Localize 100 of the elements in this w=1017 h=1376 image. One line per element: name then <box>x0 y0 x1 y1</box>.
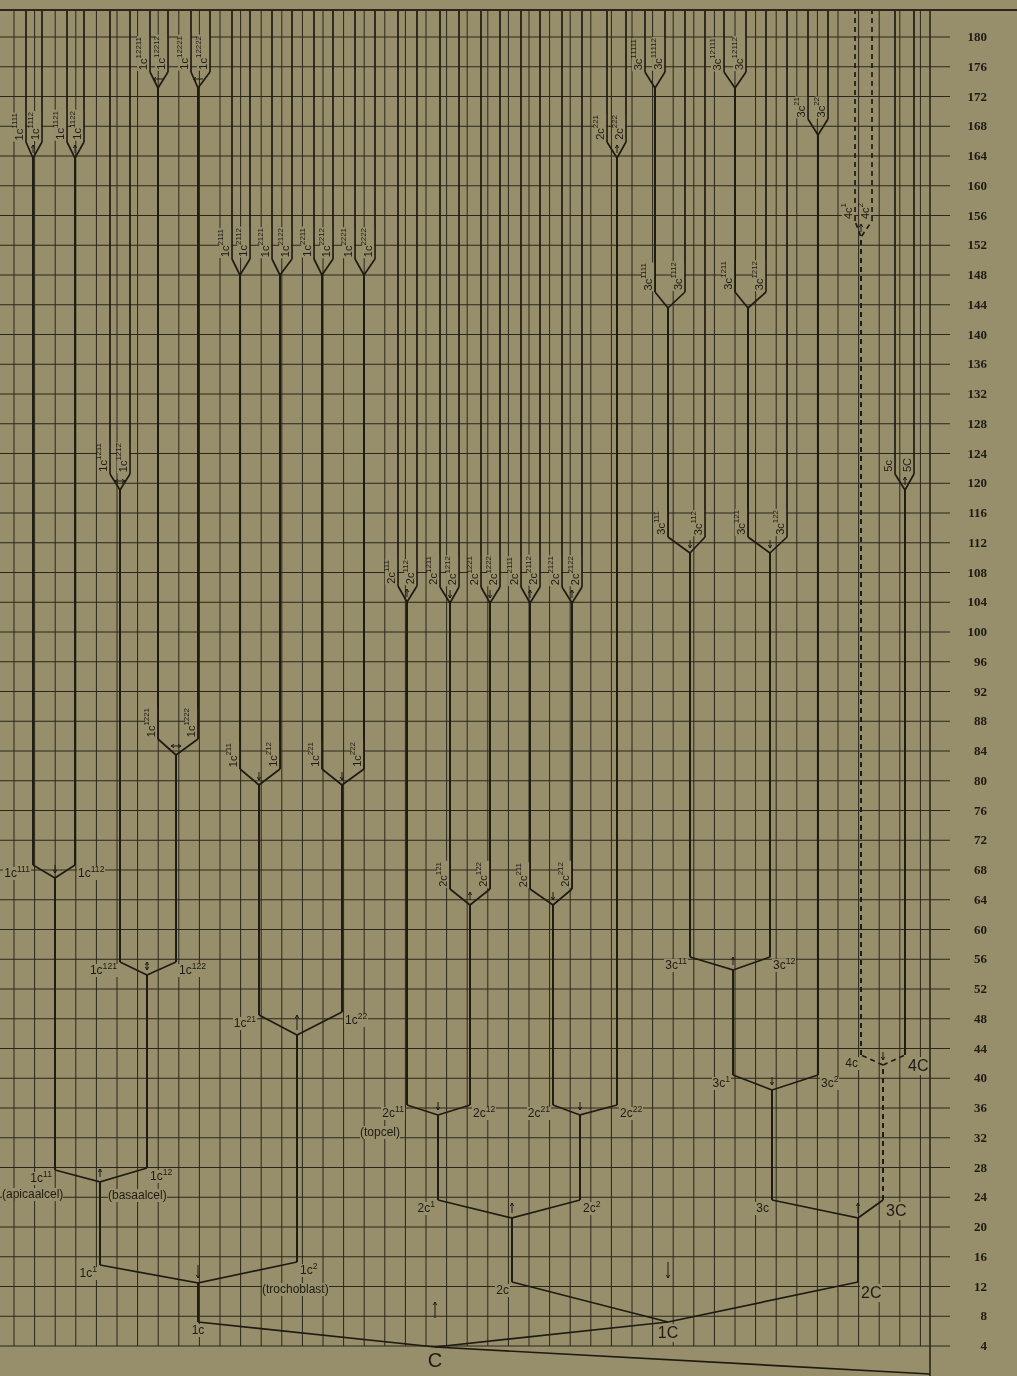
axis-tick-label: 124 <box>966 446 987 461</box>
axis-tick-label: 116 <box>967 506 987 520</box>
lineage-line <box>529 586 541 890</box>
cell-label: 3c$^{2}$ <box>820 1077 840 1091</box>
cell-name-label: (apicaalcel) <box>2 1188 64 1202</box>
axis-tick-label: 104 <box>966 595 987 610</box>
lineage-line <box>258 768 281 1016</box>
axis-tick-label: 80 <box>973 773 987 788</box>
lineage-line <box>197 71 211 740</box>
cell-label: 5c <box>881 459 894 473</box>
axis-tick-label: 148 <box>966 268 987 282</box>
lineage-line <box>99 1167 148 1266</box>
lineage-line <box>434 1346 931 1375</box>
axis-tick-label: 88 <box>973 714 987 729</box>
lineage-line <box>437 1104 471 1201</box>
axis-tick-label: 176 <box>966 59 987 74</box>
lineage-line <box>119 473 131 963</box>
lineage-line <box>197 1261 298 1323</box>
lineage-line <box>489 586 501 890</box>
lineage-line <box>363 258 376 770</box>
axis-tick-label: 144 <box>966 297 987 312</box>
axis-tick-label: 20 <box>973 1220 987 1234</box>
lineage-line <box>157 71 169 740</box>
axis-tick-label: 100 <box>966 625 987 639</box>
lineage-line <box>817 118 829 1076</box>
lineage-line <box>654 71 666 293</box>
cell-label: 3c$^{12}$ <box>772 959 797 973</box>
cell-label: 2C <box>860 1284 883 1302</box>
axis-tick-label: 52 <box>973 982 987 996</box>
lineage-line <box>904 473 915 1056</box>
lineage-line <box>469 888 491 1106</box>
axis-tick-label: 72 <box>973 833 987 848</box>
cell-name-label: (basaalcel) <box>108 1189 167 1203</box>
axis-tick-label: 84 <box>973 744 987 758</box>
lineage-line <box>197 1321 436 1348</box>
axis-tick-label: 136 <box>966 357 987 372</box>
cell-label: 1c$^{21}$ <box>232 1017 257 1031</box>
lineage-line <box>175 738 199 963</box>
lineage-line <box>32 141 43 866</box>
cell-label: 2c <box>495 1284 510 1298</box>
cell-name-label: (trochoblast) <box>262 1283 329 1297</box>
lineage-line <box>239 258 251 770</box>
axis-tick-label: 132 <box>966 387 987 401</box>
lineage-line <box>732 956 771 1076</box>
axis-tick-label: 156 <box>966 208 987 223</box>
cell-label: 1c$^{11}$ <box>29 1172 53 1186</box>
cell-label: 5C <box>900 456 913 473</box>
cell-label: 1c$^{22}$ <box>344 1014 369 1028</box>
cell-label: 2c$^{22}$ <box>619 1107 644 1121</box>
lineage-line <box>321 258 334 770</box>
cell-label: 3c <box>755 1202 770 1216</box>
lineage-line <box>860 220 873 1056</box>
lineage-line <box>857 1199 884 1283</box>
lineage-line <box>511 1281 669 1323</box>
axis-tick-label: 96 <box>973 654 987 669</box>
lineage-line <box>146 961 177 1169</box>
axis-tick-label: 40 <box>973 1071 987 1086</box>
cell-label: 2c$^{11}$ <box>381 1107 405 1121</box>
lineage-line <box>882 1054 906 1201</box>
cell-label: 3c$^{11}$ <box>664 959 688 973</box>
cell-label: 1c$^{111}$ <box>3 867 31 881</box>
axis-tick-label: 172 <box>966 89 987 104</box>
axis-tick-label: 64 <box>973 892 987 907</box>
lineage-line <box>769 536 788 958</box>
axis-tick-label: 16 <box>973 1249 987 1264</box>
axis-tick-label: 164 <box>966 149 987 163</box>
lineage-line <box>406 585 418 1106</box>
axis-tick-label: 180 <box>966 30 987 44</box>
lineage-line <box>667 1281 859 1323</box>
axis-tick-label: 12 <box>973 1279 987 1294</box>
axis-tick-label: 60 <box>973 922 987 937</box>
axis-tick-label: 56 <box>973 952 987 967</box>
lineage-line <box>771 1074 819 1201</box>
axis-tick-label: 168 <box>966 119 987 134</box>
lineage-line <box>571 586 583 890</box>
cell-label: 4C <box>907 1057 930 1075</box>
lineage-line <box>689 536 706 958</box>
axis-tick-label: 24 <box>973 1190 987 1205</box>
lineage-line <box>579 1104 618 1201</box>
cell-label: 1c <box>190 1324 206 1338</box>
axis-tick-label: 32 <box>973 1130 987 1145</box>
lineage-line <box>511 1199 581 1283</box>
cell-name-label: (topcel) <box>360 1126 400 1140</box>
axis-tick-label: 112 <box>967 535 987 550</box>
cell-label: 2c$^{1}$ <box>416 1202 436 1216</box>
lineage-line <box>734 71 747 293</box>
axis-tick-label: 120 <box>966 476 987 491</box>
cell-label: 1c$^{12}$ <box>149 1170 174 1184</box>
lineage-line <box>747 291 767 538</box>
axis-tick-label: 92 <box>973 684 987 699</box>
axis-tick-label: 4 <box>979 1339 987 1353</box>
lineage-line <box>54 864 76 1171</box>
cell-label: 2c$^{12}$ <box>472 1107 497 1121</box>
cell-label: 1c$^{1}$ <box>78 1267 98 1281</box>
lineage-line <box>296 1011 343 1263</box>
lineage-line <box>552 888 573 1106</box>
axis-tick-label: 48 <box>973 1011 987 1026</box>
cell-label: 3C <box>885 1202 908 1220</box>
lineage-line <box>616 141 627 1106</box>
lineage-line <box>74 141 85 866</box>
